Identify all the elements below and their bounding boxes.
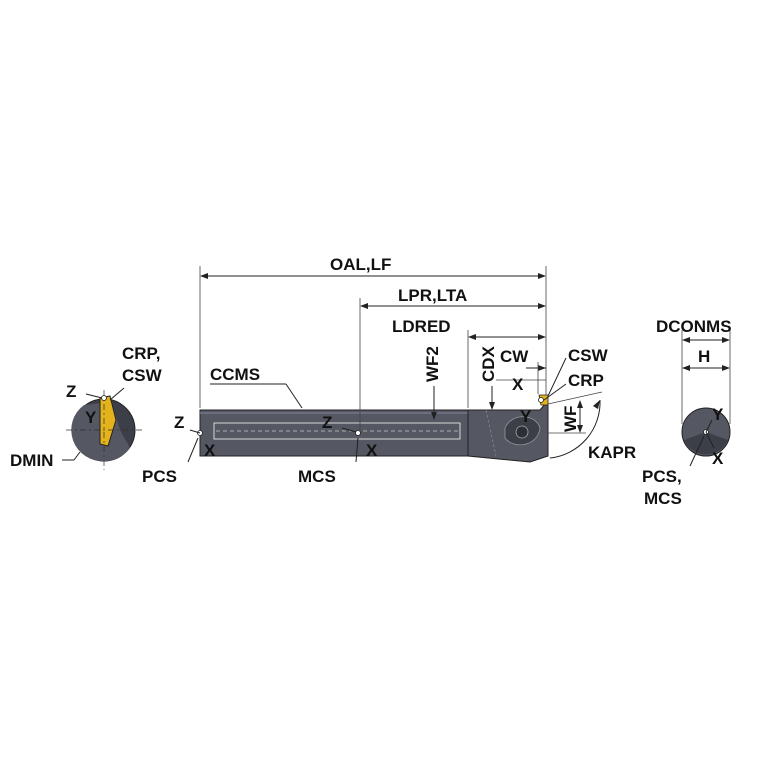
label-y-head: Y — [520, 407, 532, 426]
ldred-arrow-left — [468, 334, 476, 340]
right-pcs-leader — [689, 435, 705, 467]
label-crp: CRP — [568, 371, 604, 390]
right-end-shade — [684, 432, 728, 455]
lpr-arrow-right — [538, 303, 546, 309]
main-side-view: OAL,LF LPR,LTA LDRED CCMS WF2 CDX CW CSW… — [142, 255, 636, 486]
label-wf2: WF2 — [423, 346, 442, 382]
coolant-channel — [213, 422, 461, 440]
label-x-mcs: X — [366, 441, 378, 460]
label-oal-lf: OAL,LF — [330, 255, 391, 274]
label-z-left: Z — [66, 382, 76, 401]
mcs-leader — [355, 437, 359, 463]
label-mcs-right: MCS — [644, 489, 682, 508]
label-dconms: DCONMS — [656, 317, 732, 336]
pcs-axis-z — [189, 429, 201, 434]
left-end-view: CRP, CSW Z Y DMIN — [10, 344, 163, 470]
label-cw: CW — [500, 347, 529, 366]
ldred-arrow-right — [538, 334, 546, 340]
label-crp-left: CRP, — [122, 344, 160, 363]
label-z-mcs: Z — [322, 413, 332, 432]
label-ccms: CCMS — [210, 365, 260, 384]
label-y-left: Y — [85, 408, 97, 427]
head-face-line — [485, 409, 497, 457]
label-csw-left: CSW — [122, 366, 163, 385]
lpr-arrow-left — [360, 303, 368, 309]
label-pcs-right: PCS, — [642, 467, 682, 486]
csw-leader — [547, 357, 567, 397]
label-x-top: X — [512, 375, 524, 394]
crp-leader — [543, 383, 567, 401]
right-y-axis — [705, 419, 713, 433]
left-z-axis — [85, 393, 103, 399]
label-csw: CSW — [568, 346, 609, 365]
label-dmin: DMIN — [10, 451, 53, 470]
insert-screw — [515, 425, 529, 439]
label-kapr: KAPR — [588, 443, 636, 462]
head-origin — [538, 397, 544, 403]
label-x-right: X — [712, 449, 724, 468]
left-end-origin — [101, 395, 107, 401]
label-pcs: PCS — [142, 467, 177, 486]
shank-body — [199, 409, 469, 457]
right-end-view: DCONMS H Y X PCS, MCS — [642, 317, 732, 508]
label-z-pcs: Z — [174, 413, 184, 432]
wf-arrow-top — [577, 400, 583, 408]
kapr-arrow — [593, 400, 600, 409]
label-h: H — [698, 347, 710, 366]
left-dmin-leader-b — [73, 451, 81, 461]
mcs-origin — [355, 430, 361, 436]
ccms-leader-b — [285, 383, 303, 409]
label-y-right: Y — [712, 405, 724, 424]
wf2-arrow — [431, 412, 437, 420]
label-ldred: LDRED — [392, 317, 451, 336]
right-x-axis — [705, 431, 715, 449]
h-arrow-left — [682, 365, 690, 371]
pcs-leader — [187, 437, 199, 463]
mcs-axis-z — [341, 427, 357, 433]
cdx-arrow — [489, 402, 495, 410]
left-crp-leader — [109, 387, 125, 401]
oal-arrow-right — [538, 273, 546, 279]
label-mcs: MCS — [298, 467, 336, 486]
label-wf: WF — [561, 406, 580, 432]
kapr-ext — [547, 391, 603, 405]
dconms-arrow-right — [722, 337, 730, 343]
dconms-arrow-left — [682, 337, 690, 343]
label-lpr-lta: LPR,LTA — [398, 286, 467, 305]
cw-arrow — [538, 365, 546, 371]
kapr-arc — [549, 399, 601, 459]
h-arrow-right — [722, 365, 730, 371]
wf-arrow-bottom — [577, 425, 583, 433]
oal-arrow-left — [200, 273, 208, 279]
label-cdx: CDX — [479, 345, 498, 382]
label-x-pcs: X — [204, 441, 216, 460]
